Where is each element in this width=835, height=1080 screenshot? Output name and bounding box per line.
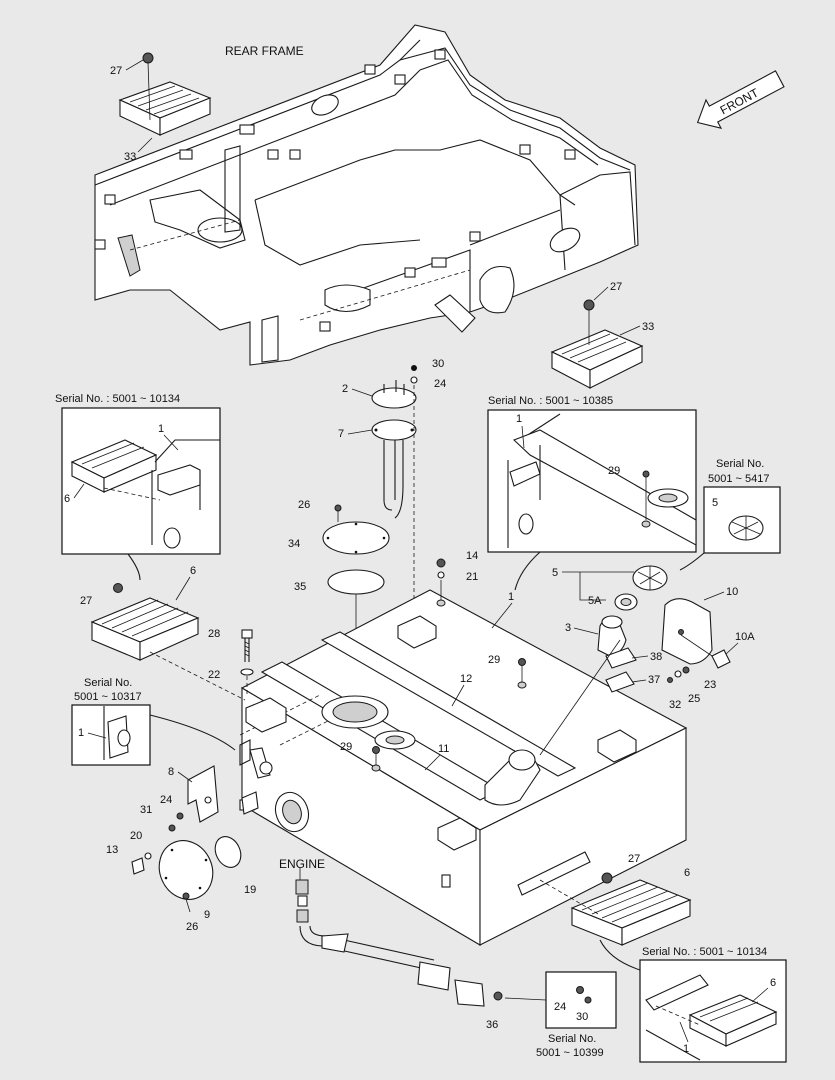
callout-5-inset: 5 [712,497,718,509]
bolt-28 [240,629,254,695]
callout-27b: 27 [610,281,622,293]
callout-13: 13 [106,844,118,856]
inset-10317-serial-b: 5001 ~ 10317 [74,691,142,703]
callout-8: 8 [168,766,174,778]
inset-5417-serial-a: Serial No. [716,458,764,470]
callout-23: 23 [704,679,716,691]
inset-10399: 24 30 Serial No. 5001 ~ 10399 [536,971,617,1059]
engine-label: ENGINE [279,857,325,871]
callout-35: 35 [294,581,306,593]
callout-29-mid: 29 [488,654,500,666]
fuel-sender [371,365,418,519]
fill-pump-assembly [539,565,731,756]
callout-32: 32 [669,699,681,711]
step-33-top [118,52,212,136]
inset-10317: Serial No. 5001 ~ 10317 [71,677,151,766]
callout-1-inset-tc: 1 [516,413,522,425]
callout-24: 24 [434,378,446,390]
callout-1-inset-tl: 1 [158,423,164,435]
callout-20: 20 [130,830,142,842]
drain-assembly [131,765,259,913]
inset-bottom-right: Serial No. : 5001 ~ 10134 [639,946,787,1063]
step-6-right [539,872,692,946]
rear-frame-label: REAR FRAME [225,44,304,58]
inset-10317-serial-a: Serial No. [84,677,132,689]
callout-27: 27 [110,65,122,77]
callout-31: 31 [140,804,152,816]
callout-5A: 5A [588,595,602,607]
front-arrow: FRONT [696,70,785,130]
callout-21: 21 [466,571,478,583]
inset-top-left: Serial No. : 5001 ~ 10134 [55,393,221,555]
callout-30-inset: 30 [576,1011,588,1023]
callout-1-inset-br: 1 [683,1043,689,1055]
callout-30: 30 [432,358,444,370]
callout-24-inset: 24 [554,1001,566,1013]
inset-top-left-serial: Serial No. : 5001 ~ 10134 [55,393,180,405]
callout-26a: 26 [298,499,310,511]
callout-6-right: 6 [684,867,690,879]
callout-29-center: 29 [340,741,352,753]
callout-36: 36 [486,1019,498,1031]
callout-28: 28 [208,628,220,640]
callout-33: 33 [124,151,136,163]
callout-12: 12 [460,673,472,685]
callout-1-inset-10317: 1 [78,727,84,739]
inset-10399-serial-a: Serial No. [548,1033,596,1045]
callout-11: 11 [438,743,449,755]
callout-29-inset-tc: 29 [608,465,620,477]
callout-25: 25 [688,693,700,705]
callout-22: 22 [208,669,220,681]
callout-19: 19 [244,884,256,896]
callout-6-left: 6 [190,565,196,577]
callout-3: 3 [565,622,571,634]
inset-bottom-right-serial: Serial No. : 5001 ~ 10134 [642,946,767,958]
callout-5: 5 [552,567,558,579]
fuel-tank [239,589,688,946]
callout-7: 7 [338,428,344,440]
callout-38: 38 [650,651,662,663]
callout-10A: 10A [735,631,755,643]
callout-1-main: 1 [508,591,514,603]
callout-34: 34 [288,538,300,550]
rear-frame [94,24,639,366]
callout-14: 14 [466,550,478,562]
step-6-left [90,583,246,701]
inset-5417: Serial No. 5001 ~ 5417 [703,458,781,554]
callout-10: 10 [726,586,738,598]
callout-2: 2 [342,383,348,395]
inset-10399-serial-b: 5001 ~ 10399 [536,1047,604,1059]
inset-top-center-serial: Serial No. : 5001 ~ 10385 [488,395,613,407]
callout-27-right: 27 [628,853,640,865]
callout-6-inset-br: 6 [770,977,776,989]
step-33-right [550,299,644,389]
callout-9: 9 [204,909,210,921]
inset-5417-serial-b: 5001 ~ 5417 [708,473,769,485]
callout-33b: 33 [642,321,654,333]
callout-37: 37 [648,674,660,686]
callout-24-left: 24 [160,794,172,806]
callout-6-inset-tl: 6 [64,493,70,505]
callout-26b: 26 [186,921,198,933]
fuel-hose [295,868,503,1007]
callout-27-left: 27 [80,595,92,607]
